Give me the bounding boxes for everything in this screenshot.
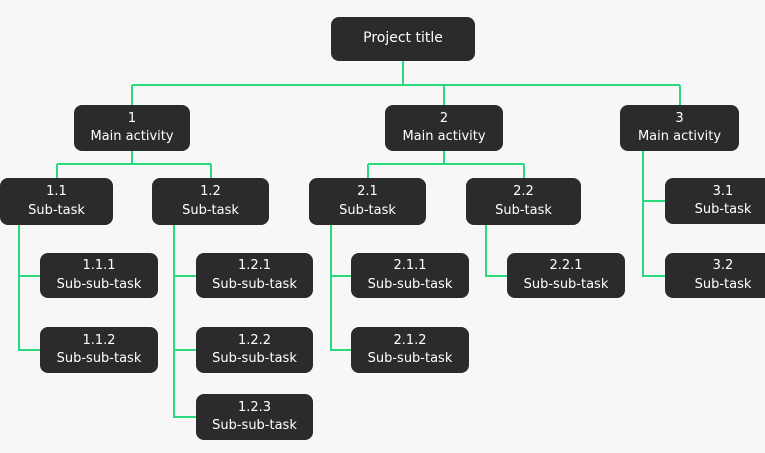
connector-segment — [368, 163, 524, 165]
node-number: 3.1 — [712, 183, 734, 199]
node-label: Project title — [363, 30, 443, 47]
connector-segment — [131, 85, 133, 105]
node-number: 2.1 — [357, 184, 378, 200]
connector-segment — [132, 84, 680, 86]
node-label: Sub-sub-task — [212, 276, 297, 292]
connector-segment — [331, 349, 351, 351]
connector-segment — [174, 349, 196, 351]
connector-segment — [57, 163, 211, 165]
connector-segment — [131, 151, 133, 164]
connector-segment — [486, 275, 507, 277]
node-label: Sub-sub-task — [212, 418, 297, 433]
node-label: Sub-task — [28, 202, 85, 218]
node-label: Sub-sub-task — [367, 276, 453, 292]
connector-segment — [174, 416, 196, 418]
node-label: Sub-sub-task — [56, 276, 142, 292]
node-number: 1.2.2 — [237, 332, 272, 348]
connector-segment — [485, 225, 487, 277]
connector-segment — [330, 225, 332, 351]
node-number: 2.2.1 — [549, 258, 583, 274]
connector-segment — [331, 275, 351, 277]
connector-segment — [443, 85, 445, 105]
connector-segment — [19, 349, 40, 351]
connector-segment — [18, 225, 20, 351]
node-label: Sub-task — [182, 202, 239, 218]
connector-segment — [174, 275, 196, 277]
node-label: Sub-task — [694, 202, 752, 217]
connector-segment — [402, 61, 404, 85]
node-number: 2.1.1 — [393, 258, 427, 274]
node-number: 1 — [127, 110, 137, 126]
node-label: Main activity — [402, 129, 486, 144]
connector-segment — [642, 151, 644, 277]
connector-segment — [679, 85, 681, 105]
node-number: 2.1.2 — [393, 332, 427, 348]
node-label: Sub-sub-task — [367, 351, 453, 366]
node-number: 1.2 — [200, 184, 221, 200]
connector-segment — [643, 200, 665, 202]
connector-segment — [210, 164, 212, 178]
node-label: Sub-sub-task — [523, 276, 609, 292]
wbs-node-project: Project title — [331, 17, 475, 61]
node-label: Sub-task — [339, 202, 396, 218]
node-number: 3 — [675, 110, 684, 126]
connector-segment — [643, 275, 665, 277]
node-label: Sub-sub-task — [56, 351, 142, 366]
node-label: Main activity — [90, 129, 174, 144]
node-number: 2.2 — [513, 184, 534, 200]
node-number: 1.1 — [46, 184, 67, 200]
connector-segment — [19, 275, 40, 277]
node-number: 2 — [439, 110, 449, 126]
connector-segment — [56, 164, 58, 178]
node-label: Sub-task — [694, 276, 752, 292]
node-label: Main activity — [637, 129, 722, 144]
node-label: Sub-sub-task — [212, 351, 297, 366]
node-number: 3.2 — [712, 258, 734, 274]
node-label: Sub-task — [495, 202, 552, 218]
node-number: 1.2.3 — [237, 399, 272, 415]
connector-segment — [523, 164, 525, 178]
node-number: 1.1.2 — [82, 332, 116, 348]
connector-segment — [173, 225, 175, 418]
connector-segment — [367, 164, 369, 178]
node-number: 1.1.1 — [82, 258, 116, 274]
node-number: 1.2.1 — [237, 258, 272, 274]
connector-segment — [443, 151, 445, 164]
